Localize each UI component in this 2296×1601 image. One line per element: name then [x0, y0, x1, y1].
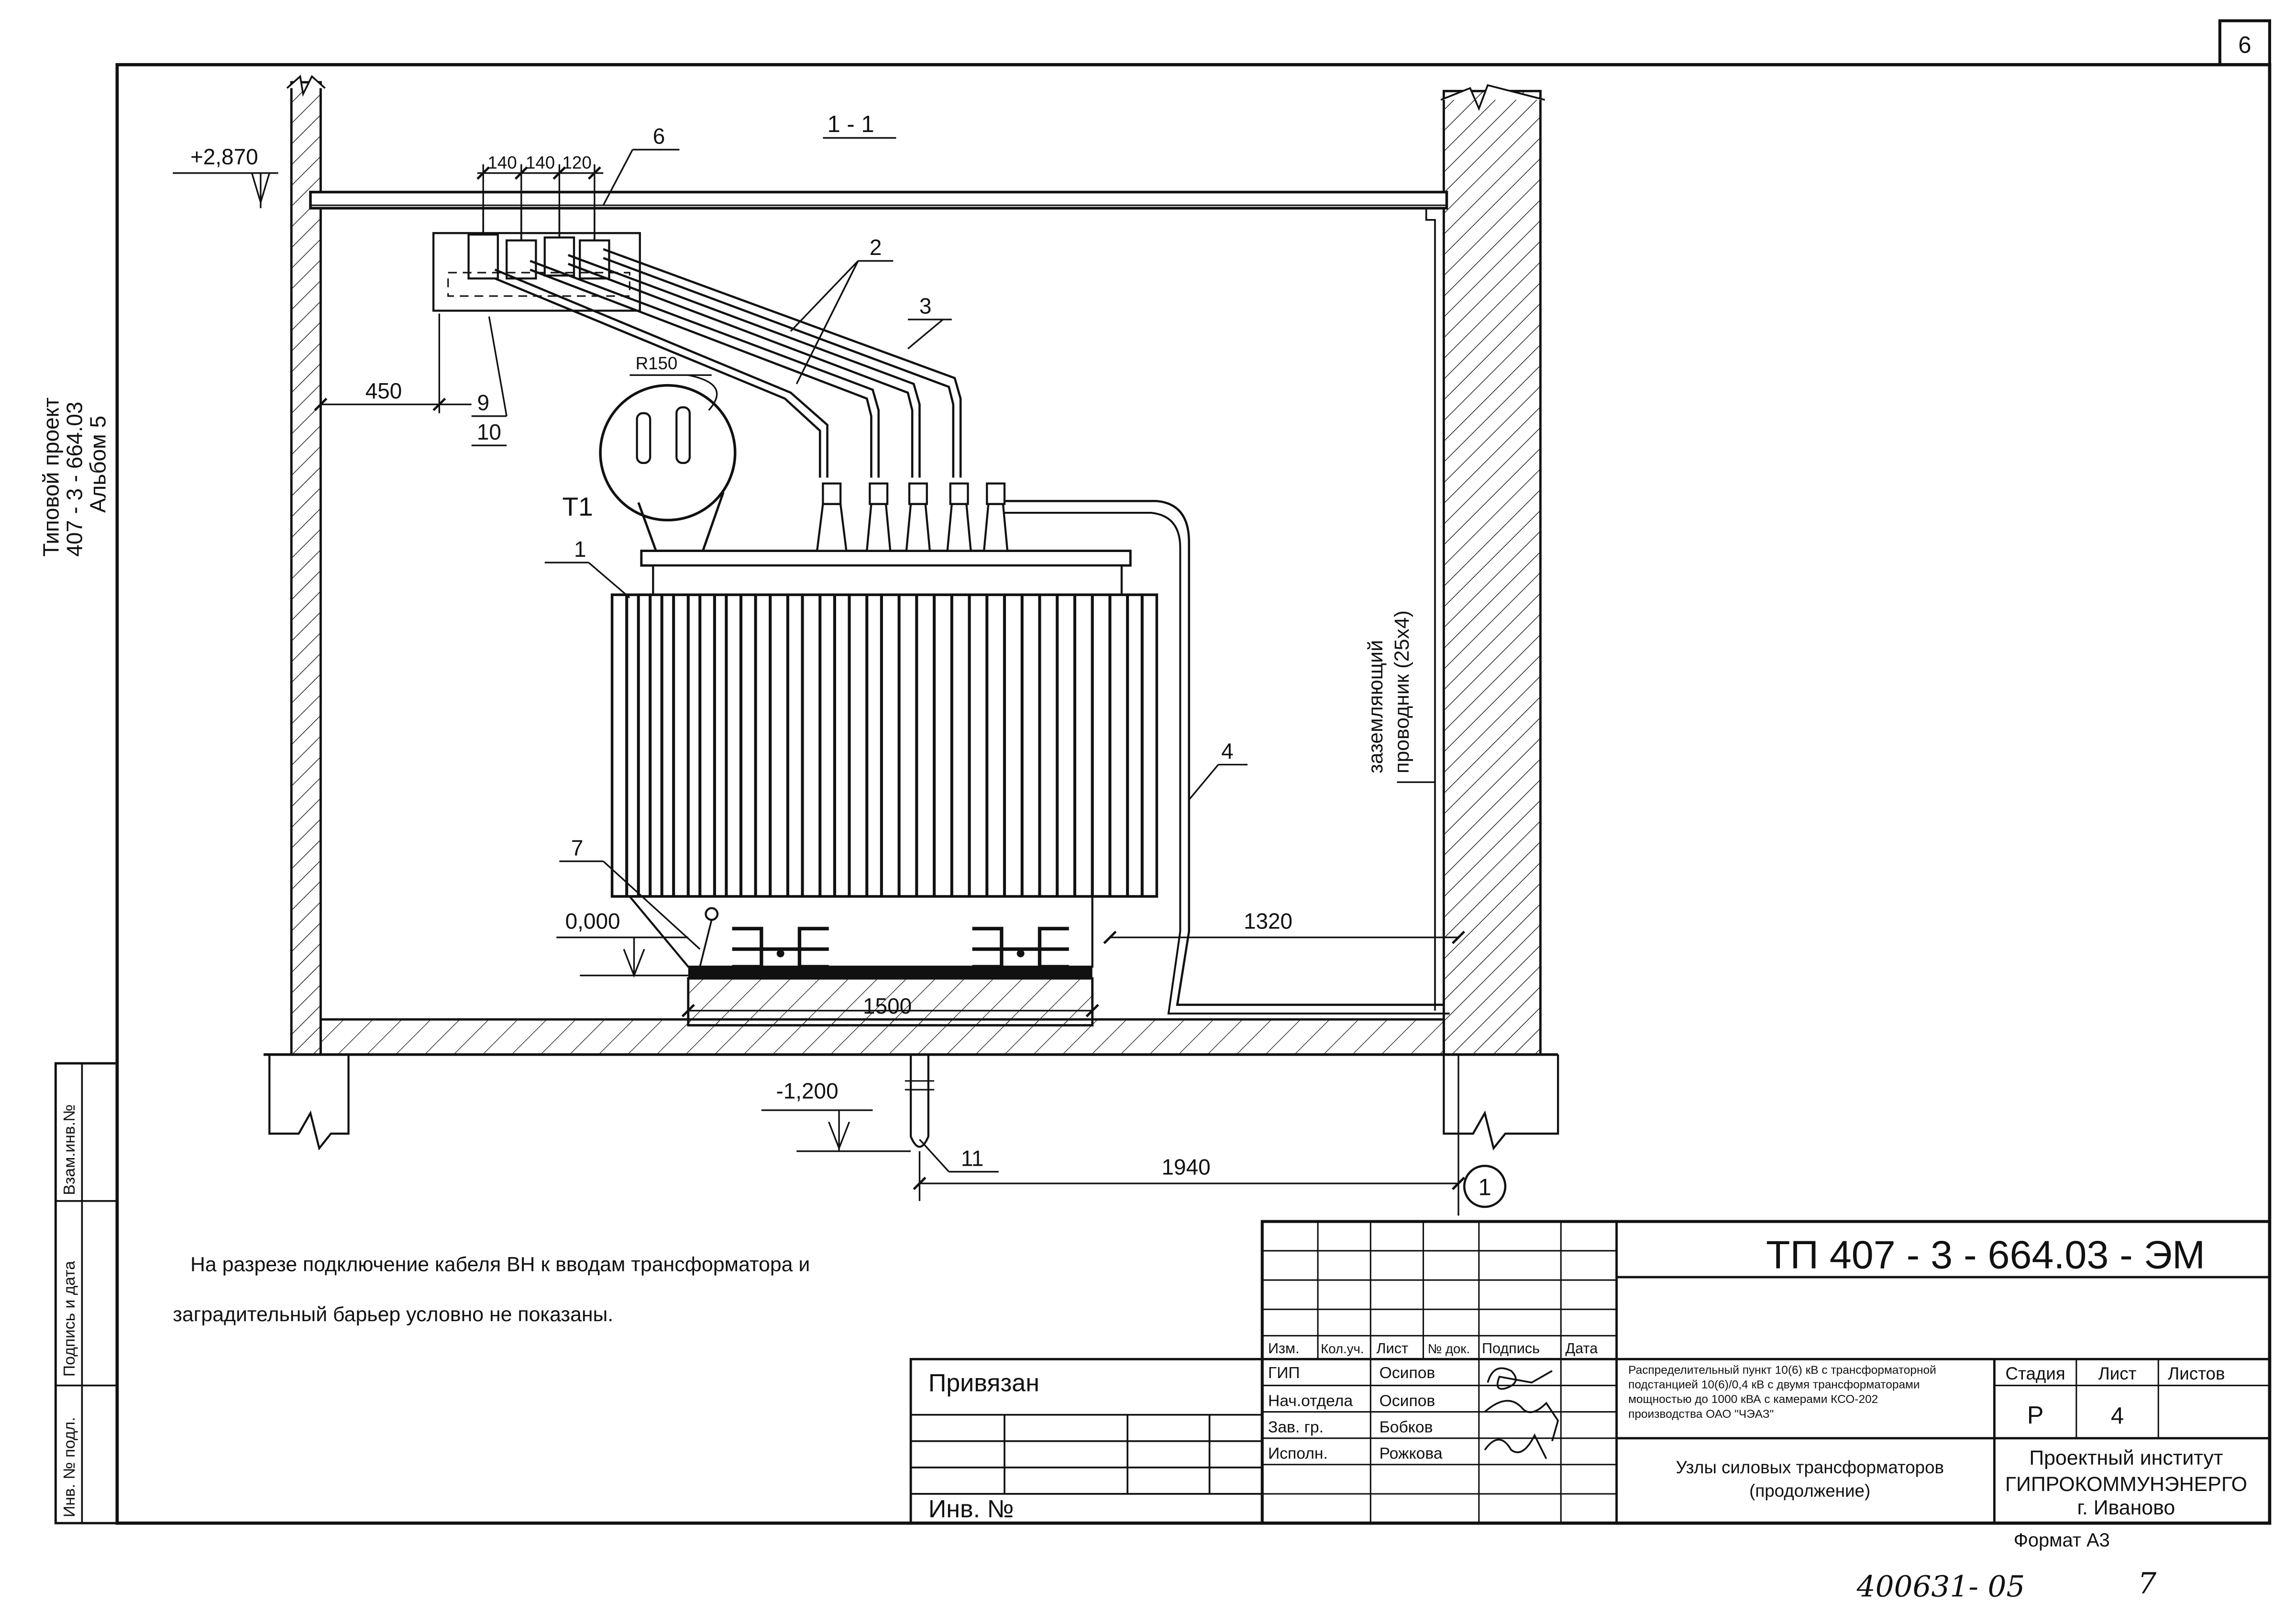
- callout-4: 4: [1221, 739, 1234, 763]
- role-ispoln: Исполн.: [1268, 1445, 1328, 1463]
- org-line2: ГИПРОКОММУНЭНЕРГО: [2005, 1473, 2247, 1496]
- dim-120: 120: [562, 153, 591, 173]
- stage-value: Р: [2027, 1402, 2044, 1429]
- dim-r150: R150: [636, 353, 678, 373]
- format-label: Формат А3: [2014, 1530, 2110, 1551]
- transformer-label: Т1: [563, 492, 593, 521]
- name-gip: Осипов: [1380, 1364, 1435, 1382]
- callout-7: 7: [571, 835, 584, 860]
- axis-marker-circle: [1463, 1164, 1507, 1208]
- desc-line3: мощностью до 1000 кВА с камерами КСО-202: [1628, 1393, 1878, 1406]
- note: На разрезе подключение кабеля ВН к ввода…: [173, 1253, 810, 1326]
- ground-label-line1: заземляющий: [1364, 640, 1387, 773]
- org-line1: Проектный институт: [2029, 1446, 2223, 1469]
- busbars: [494, 248, 962, 478]
- bushings: [816, 482, 1009, 552]
- stage-header: Стадия: [2006, 1364, 2065, 1383]
- elevation-floor: 0,000: [565, 908, 620, 933]
- col-koluch: Кол.уч.: [1321, 1341, 1364, 1356]
- signatures: [1484, 1367, 1559, 1459]
- elevation-pit: -1,200: [776, 1078, 838, 1103]
- role-gip: ГИП: [1268, 1364, 1300, 1382]
- svg-text:Типовой проект: Типовой проект: [38, 397, 63, 557]
- subject-line2: (продолжение): [1749, 1481, 1870, 1501]
- callout-2: 2: [870, 235, 882, 260]
- dim-140-b: 140: [526, 153, 555, 173]
- building-section: [264, 75, 1559, 1151]
- callout-1: 1: [574, 537, 586, 562]
- cooling-fins: [625, 595, 1144, 897]
- callout-6: 6: [653, 124, 665, 149]
- col-ndok: № док.: [1428, 1341, 1470, 1356]
- role-nach: Нач.отдела: [1268, 1392, 1353, 1410]
- side-stamp: Инв. № подл. Подпись и дата Взам.инв.№: [54, 1062, 119, 1524]
- dim-1940: 1940: [1162, 1155, 1211, 1180]
- svg-text:Альбом 5: Альбом 5: [85, 416, 110, 513]
- dim-140-a: 140: [487, 153, 517, 173]
- callout-11: 11: [961, 1146, 984, 1170]
- handwritten-mark: 7: [2138, 1567, 2156, 1601]
- title-block-text: Привязан Инв. № ТП 407 - 3 - 664.03 - ЭМ…: [928, 1233, 2247, 1523]
- sheet-number: 6: [2238, 33, 2251, 58]
- svg-text:Инв. № подл.: Инв. № подл.: [61, 1417, 78, 1517]
- base-channels: [732, 927, 1069, 969]
- svg-text:Подпись и дата: Подпись и дата: [61, 1261, 78, 1377]
- privyazan-label: Привязан: [928, 1369, 1039, 1397]
- desc-line1: Распределительный пункт 10(6) кВ с транс…: [1628, 1364, 1936, 1377]
- transformer-t1: [599, 208, 1450, 1015]
- col-list: Лист: [1377, 1340, 1409, 1357]
- desc-line4: производства ОАО "ЧЭАЗ": [1628, 1408, 1774, 1421]
- axis-marker-label: 1: [1478, 1175, 1491, 1201]
- sheets-header: Листов: [2168, 1364, 2225, 1383]
- note-line1: На разрезе подключение кабеля ВН к ввода…: [190, 1253, 810, 1276]
- col-podpis: Подпись: [1482, 1340, 1540, 1357]
- role-zav: Зав. гр.: [1268, 1418, 1324, 1436]
- doc-code: ТП 407 - 3 - 664.03 - ЭМ: [1766, 1233, 2205, 1277]
- svg-text:Взам.инв.№: Взам.инв.№: [61, 1104, 78, 1195]
- margin-project-text: Типовой проект 407 - 3 - 664.03 Альбом 5: [38, 397, 110, 557]
- org-line3: г. Иваново: [2077, 1496, 2175, 1519]
- name-zav: Бобков: [1380, 1418, 1433, 1436]
- callout-3: 3: [919, 294, 932, 319]
- section-label: 1 - 1: [828, 111, 874, 137]
- col-data: Дата: [1565, 1340, 1598, 1357]
- title-block: [909, 1220, 2271, 1525]
- dim-1500: 1500: [863, 994, 912, 1018]
- callout-9: 9: [477, 390, 489, 415]
- handwritten-number: 400631- 05: [1856, 1569, 2025, 1601]
- elevation-top: +2,870: [190, 144, 258, 169]
- sheet-value: 4: [2111, 1403, 2124, 1429]
- name-nach: Осипов: [1380, 1392, 1435, 1410]
- name-ispoln: Рожкова: [1380, 1445, 1443, 1463]
- inv-no-label: Инв. №: [928, 1495, 1014, 1523]
- callout-10: 10: [477, 420, 501, 444]
- sheet-header: Лист: [2098, 1364, 2137, 1383]
- svg-text:407 - 3 - 664.03: 407 - 3 - 664.03: [62, 402, 87, 557]
- ground-label-line2: проводник (25х4): [1391, 610, 1413, 773]
- note-line2: заградительный барьер условно не показан…: [173, 1303, 613, 1326]
- dim-1320: 1320: [1244, 908, 1292, 933]
- drawing-labels: +2,870 1 - 1 140 140 120 6 2 3 450 9 10 …: [190, 111, 1491, 1200]
- dim-ticks: [314, 166, 1465, 1190]
- desc-line2: подстанцией 10(6)/0,4 кВ с двумя трансфо…: [1628, 1379, 1920, 1391]
- col-izm: Изм.: [1268, 1340, 1300, 1357]
- dim-450: 450: [365, 378, 402, 403]
- subject-line1: Узлы силовых трансформаторов: [1676, 1457, 1944, 1477]
